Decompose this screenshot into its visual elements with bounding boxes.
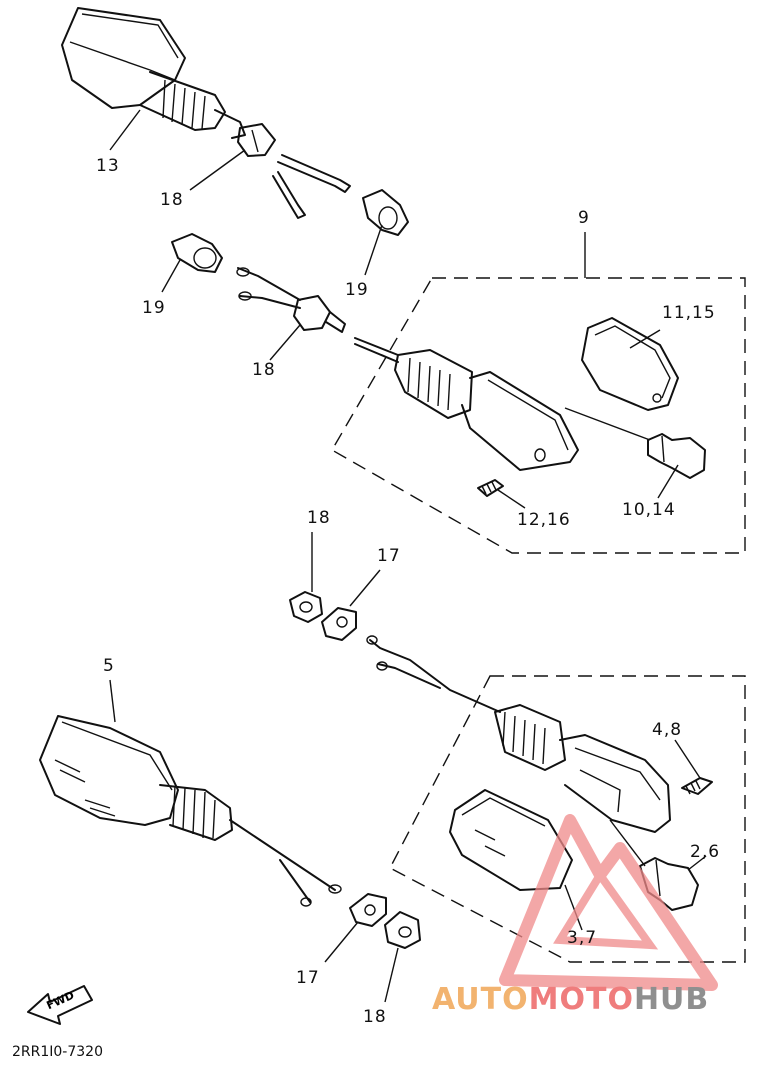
leader-4-8 xyxy=(674,739,701,779)
lead-wires-mid xyxy=(236,267,301,309)
lens-11-15 xyxy=(581,317,679,411)
leader-17-bottom xyxy=(324,921,359,963)
callout-10-14: 10,14 xyxy=(622,500,676,520)
bulb-front-fit-line xyxy=(609,819,646,867)
leader-3-7 xyxy=(564,884,583,931)
flasher-front-right-body xyxy=(494,704,671,833)
callout-17-bottom: 17 xyxy=(296,968,320,988)
callout-19-b: 19 xyxy=(142,298,166,318)
callout-13: 13 xyxy=(96,156,120,176)
leader-5 xyxy=(109,679,116,723)
flasher-rear-left-13 xyxy=(61,7,246,139)
lead-wires-lower xyxy=(366,635,501,713)
cap-19-right xyxy=(362,189,409,236)
cap-19-left xyxy=(171,233,223,273)
lead-wires-top xyxy=(272,154,351,219)
grommet-18-mid xyxy=(293,295,346,333)
bulb-fit-line xyxy=(564,407,651,441)
leader-19-b xyxy=(161,259,181,293)
watermark-auto: AUTO xyxy=(432,982,529,1017)
grommet-18-center xyxy=(289,591,323,623)
callout-2-6: 2,6 xyxy=(690,842,721,862)
lens-3-7 xyxy=(449,789,573,891)
leader-2-6 xyxy=(687,855,707,871)
bulb-10-14 xyxy=(647,433,706,479)
leader-17-center xyxy=(349,569,381,607)
callout-19-a: 19 xyxy=(345,280,369,300)
washer-17-center xyxy=(321,607,357,641)
flasher-front-left-5 xyxy=(39,715,342,907)
callout-4-8: 4,8 xyxy=(652,720,683,740)
callout-12-16: 12,16 xyxy=(517,510,571,530)
leader-13 xyxy=(109,109,141,151)
grommet-18-bottom xyxy=(384,911,421,949)
callout-11-15: 11,15 xyxy=(662,303,716,323)
assembly-front-boundary xyxy=(389,675,746,963)
leader-10-14 xyxy=(657,464,679,499)
washer-17-bottom xyxy=(349,893,387,927)
watermark-text: AUTOMOTOHUB xyxy=(432,982,709,1017)
screw-4-8 xyxy=(681,777,713,795)
leader-18-top xyxy=(189,149,246,191)
callout-17-center: 17 xyxy=(377,546,401,566)
callout-18-top: 18 xyxy=(160,190,184,210)
callout-5: 5 xyxy=(103,656,115,676)
assembly-9-boundary xyxy=(331,277,746,554)
screw-12-16 xyxy=(477,479,504,497)
leader-18-mid xyxy=(269,324,301,361)
flasher-rear-right-body xyxy=(354,337,579,471)
leader-18-bottom xyxy=(384,947,399,1003)
leader-19-a xyxy=(364,224,383,276)
watermark-hub: HUB xyxy=(633,982,710,1017)
callout-18-mid: 18 xyxy=(252,360,276,380)
grommet-18-top xyxy=(237,123,276,157)
leader-11-15 xyxy=(629,329,661,349)
callout-18-center: 18 xyxy=(307,508,331,528)
fwd-arrow-icon xyxy=(27,985,93,1025)
callout-18-bottom: 18 xyxy=(363,1007,387,1027)
callout-3-7: 3,7 xyxy=(567,928,598,948)
callout-9: 9 xyxy=(578,208,590,228)
watermark-moto: MOTO xyxy=(528,982,634,1017)
drawing-code: 2RR1I0-7320 xyxy=(12,1044,103,1060)
watermark-logo-icon xyxy=(499,814,718,991)
leader-12-16 xyxy=(497,489,526,509)
